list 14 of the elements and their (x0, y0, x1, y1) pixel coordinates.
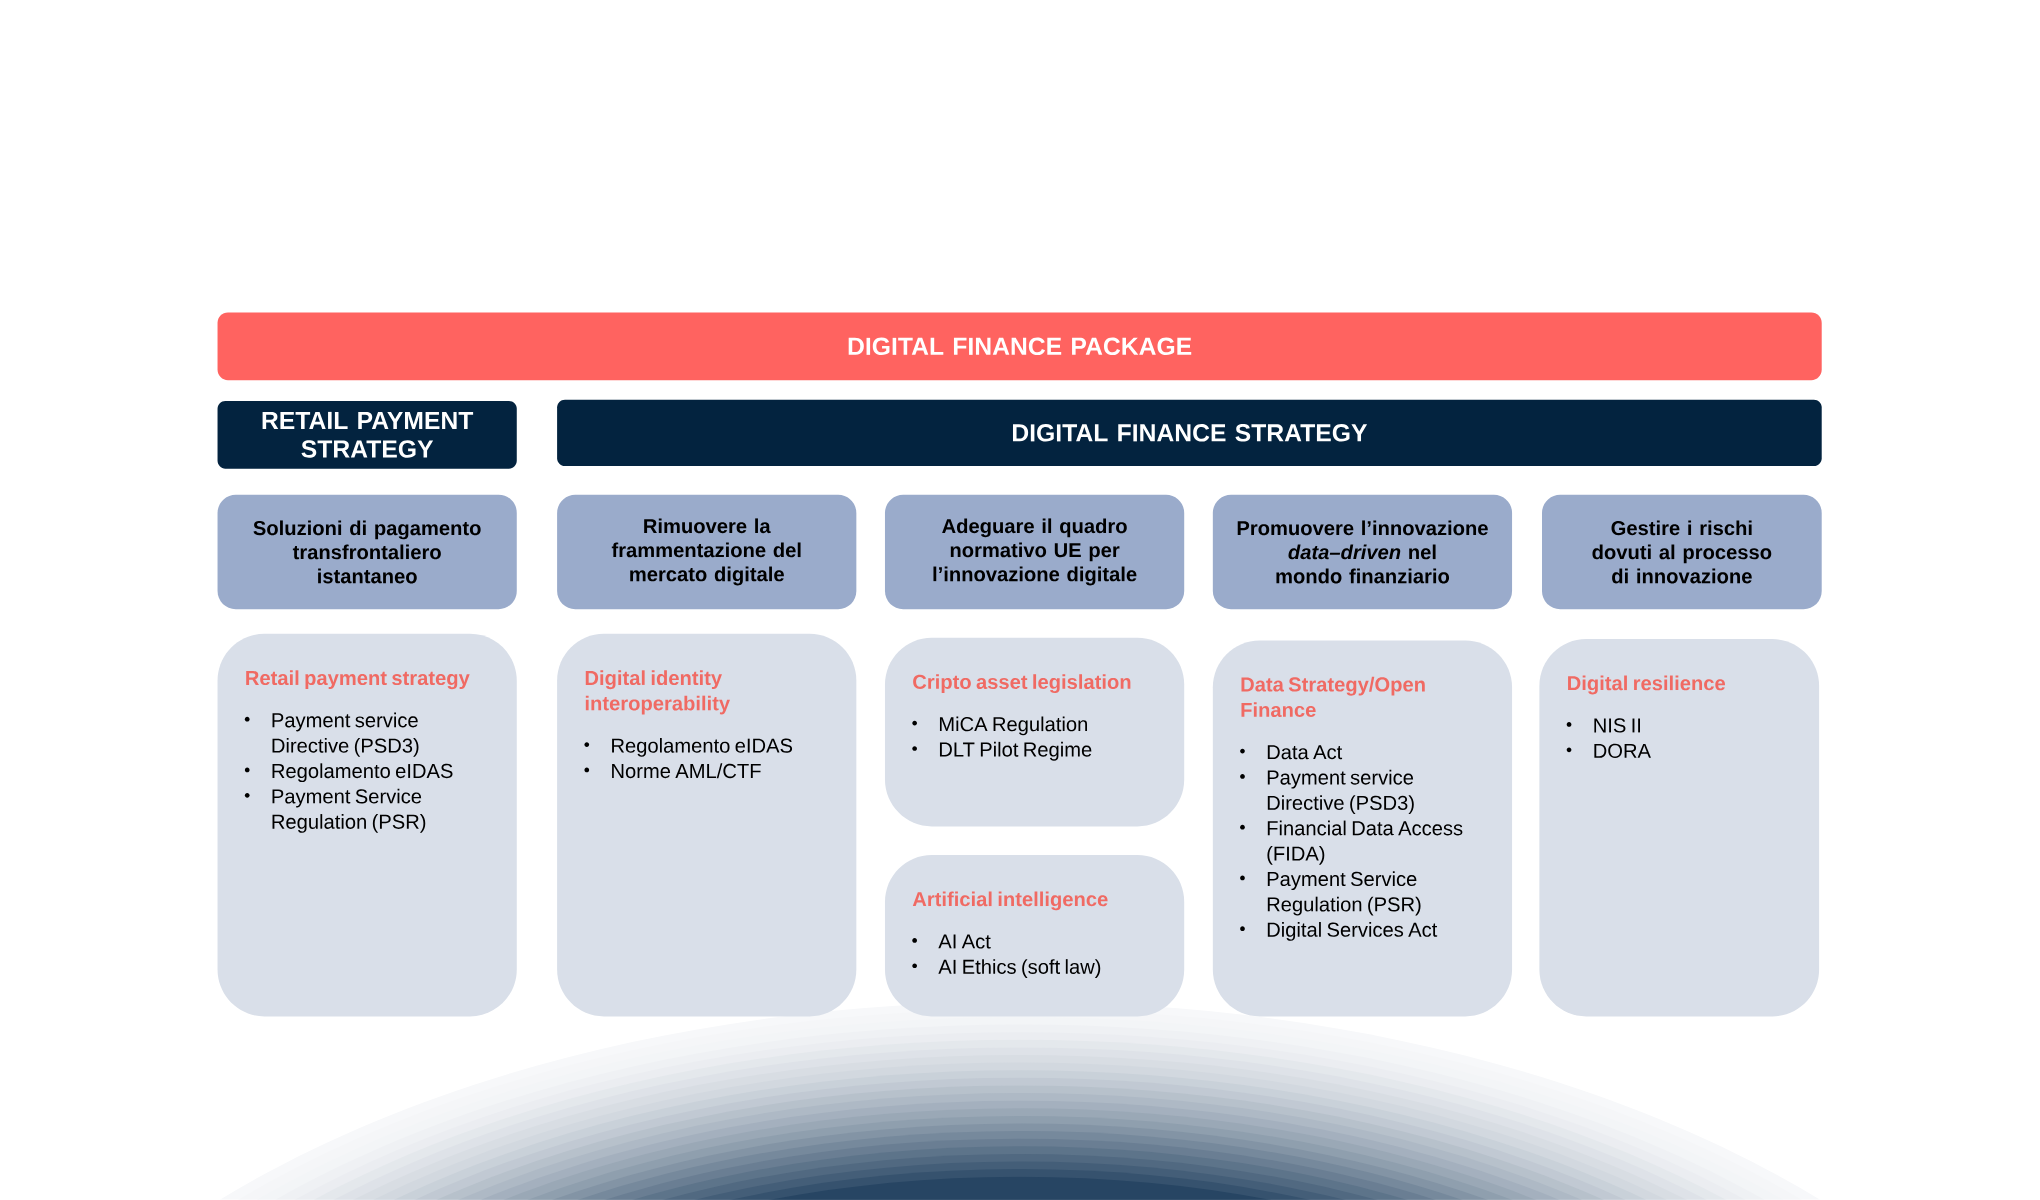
card: Retail payment strategy Payment service Directive (PSD3) Regolamento eIDAS Payment Service Regulation (PSR) (217, 634, 517, 1017)
objective-box: Gestire i rischi dovuti al processo di innovazione (1542, 494, 1822, 610)
title-bar: DIGITAL FINANCE PACKAGE (217, 312, 1822, 381)
objective-box: Adeguare il quadro normativo UE per l’innovazione digitale (884, 494, 1185, 610)
card: Cripto asset legislation MiCA Regulation DLT Pilot Regime (884, 638, 1185, 827)
card: Data Strategy/Open Finance Data Act Payment service Directive (PSD3) Financial Data Access (FIDA) Payment Service Regulation (PSR) Digital Services Act (1212, 640, 1513, 1017)
card: Digital resilience NIS II DORA (1539, 639, 1820, 1017)
strategy-banner: DIGITAL FINANCE STRATEGY (557, 399, 1822, 467)
objective-box: Rimuovere la frammentazione del mercato digitale (557, 494, 857, 610)
objective-box: Promuovere l’innovazione data–driven nel mondo finanziario (1212, 494, 1513, 610)
card: Digital identity interoperability Regolamento eIDAS Norme AML/CTF (557, 634, 857, 1017)
strategy-banner: RETAIL PAYMENT STRATEGY (217, 401, 517, 469)
card: Artificial intelligence AI Act AI Ethics (soft law) (884, 855, 1185, 1017)
objective-box: Soluzioni di pagamento transfrontaliero istantaneo (217, 494, 517, 610)
